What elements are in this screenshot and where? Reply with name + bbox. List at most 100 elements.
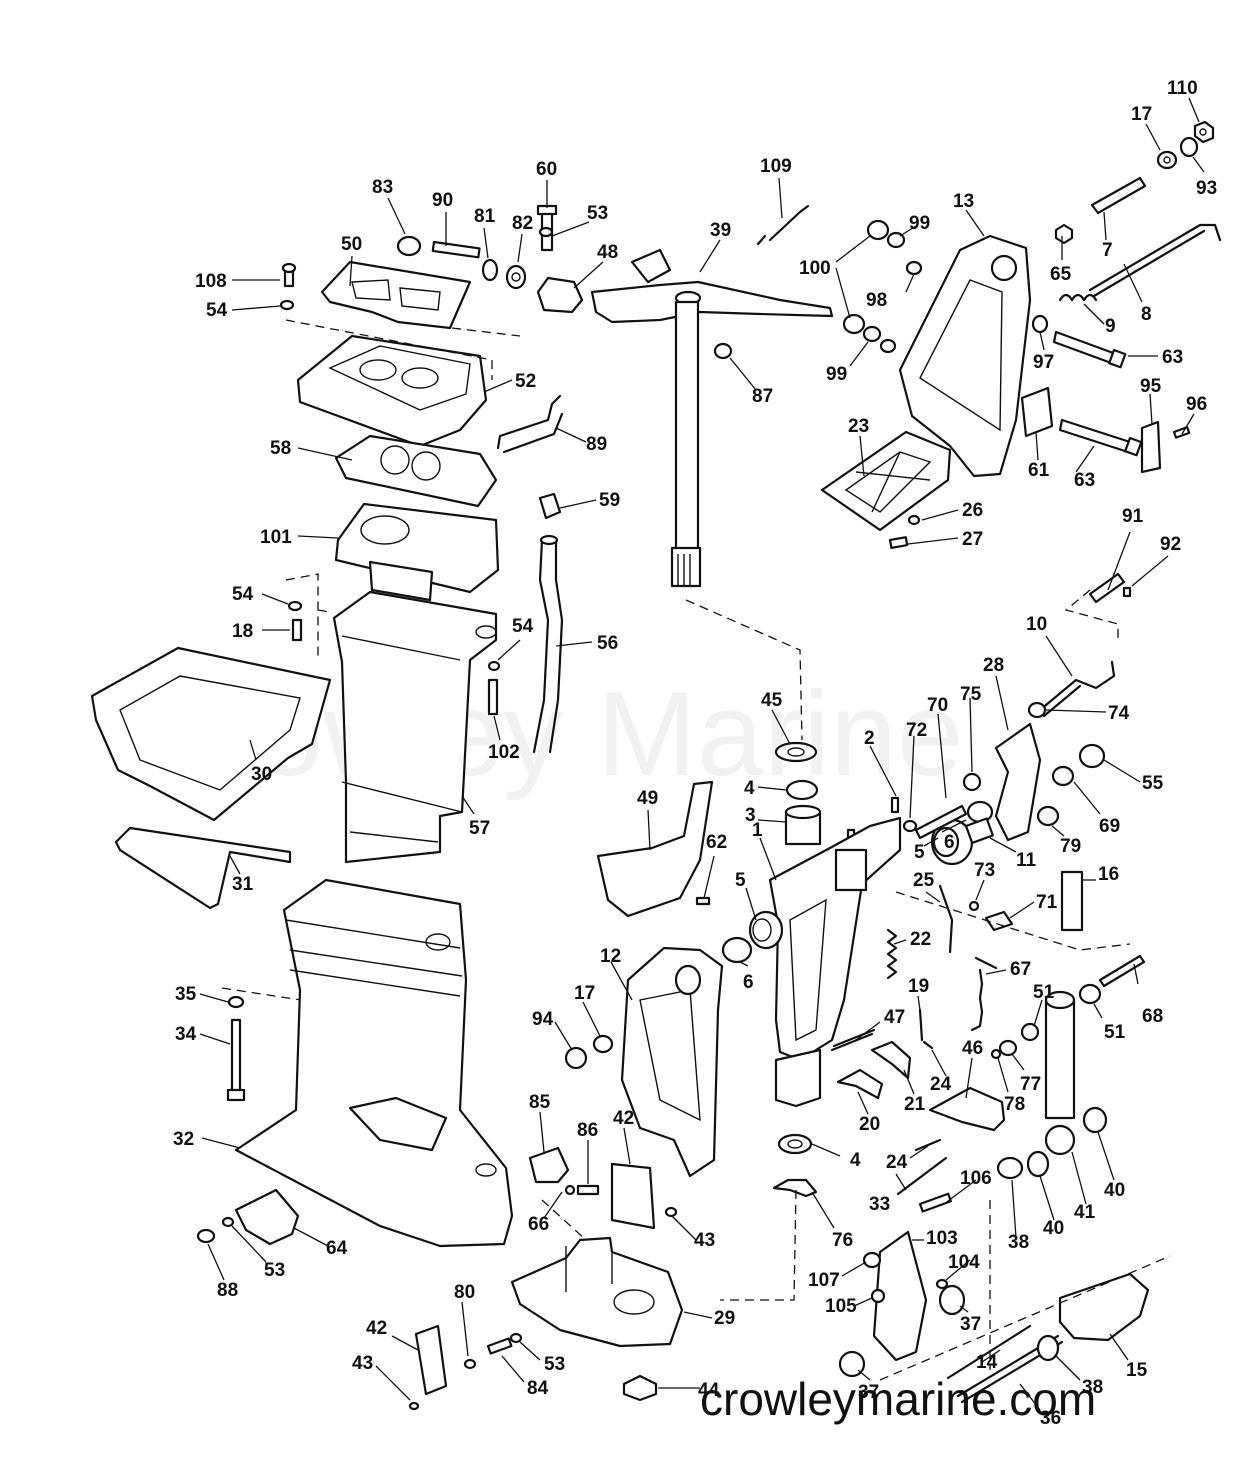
callout-14: 14 <box>976 1352 998 1373</box>
callout-25: 25 <box>913 870 935 891</box>
clip-78 <box>990 1048 1002 1060</box>
callout-38: 38 <box>1008 1232 1029 1253</box>
callout-39: 39 <box>710 220 731 241</box>
callout-48: 48 <box>597 242 618 263</box>
callout-13: 13 <box>953 191 974 212</box>
grommet-59 <box>538 492 562 520</box>
callout-29: 29 <box>714 1308 735 1329</box>
callout-62: 62 <box>706 832 727 853</box>
callout-96: 96 <box>1186 394 1207 415</box>
callout-65: 65 <box>1050 264 1072 285</box>
callout-76: 76 <box>832 1230 853 1251</box>
callout-68: 68 <box>1142 1006 1163 1027</box>
callout-20: 20 <box>859 1114 880 1135</box>
callout-52: 52 <box>515 371 536 392</box>
bolt-84 <box>486 1337 513 1355</box>
mount-64 <box>234 1188 300 1246</box>
callout-66: 66 <box>528 1214 549 1235</box>
strip-16 <box>1060 870 1084 932</box>
pin-24a <box>922 1040 934 1050</box>
bolt-70 <box>914 804 968 840</box>
callout-51: 51 <box>1033 982 1055 1003</box>
callout-86: 86 <box>577 1120 598 1141</box>
screw-18 <box>291 618 303 642</box>
pin-33 <box>896 1156 948 1196</box>
callout-37: 37 <box>858 1382 879 1403</box>
screw-90 <box>431 240 481 259</box>
callout-42: 42 <box>613 1108 634 1129</box>
callout-24: 24 <box>930 1074 952 1095</box>
callout-54: 54 <box>206 300 228 321</box>
callout-5: 5 <box>735 870 746 891</box>
washer-54a <box>279 299 295 311</box>
callout-74: 74 <box>1108 703 1130 724</box>
callout-71: 71 <box>1036 892 1058 913</box>
callout-53: 53 <box>264 1260 285 1281</box>
callout-73: 73 <box>974 860 995 881</box>
cover-49 <box>596 780 714 918</box>
callout-57: 57 <box>469 818 490 839</box>
link-10 <box>1038 660 1116 712</box>
washer-98 <box>905 260 923 276</box>
screw-104 <box>935 1278 949 1290</box>
bushing-40b <box>1026 1150 1050 1178</box>
callout-69: 69 <box>1099 816 1120 837</box>
callout-91: 91 <box>1122 506 1144 527</box>
washer-54c <box>487 660 501 672</box>
leader-lines <box>199 97 1205 1411</box>
callout-98: 98 <box>866 290 887 311</box>
bolt-86 <box>576 1184 600 1196</box>
callout-21: 21 <box>904 1094 926 1115</box>
callout-82: 82 <box>512 213 533 234</box>
screw-2a <box>890 796 900 814</box>
callout-95: 95 <box>1140 376 1162 397</box>
washer-53b <box>221 1216 235 1228</box>
bushing-94 <box>564 1046 588 1070</box>
washer-53a <box>538 226 554 238</box>
callout-35: 35 <box>175 984 197 1005</box>
callout-64: 64 <box>326 1238 348 1259</box>
bushing-4b <box>777 1133 813 1155</box>
callout-10: 10 <box>1026 614 1047 635</box>
callout-54: 54 <box>232 584 254 605</box>
screw-96 <box>1172 426 1191 439</box>
bushing-83 <box>396 235 422 257</box>
callout-106: 106 <box>960 1168 992 1189</box>
screw-27 <box>888 536 909 549</box>
pin-24b <box>914 1138 942 1152</box>
washer-38b <box>1036 1334 1060 1362</box>
callout-44: 44 <box>698 1380 720 1401</box>
callout-55: 55 <box>1142 773 1164 794</box>
nut-17b <box>592 1034 614 1054</box>
callout-18: 18 <box>232 621 253 642</box>
callout-2: 2 <box>864 728 875 749</box>
callout-6: 6 <box>944 832 955 853</box>
nut-65 <box>1054 223 1074 245</box>
callout-78: 78 <box>1004 1094 1025 1115</box>
callout-53: 53 <box>544 1354 565 1375</box>
spring-67 <box>970 956 998 1032</box>
callout-30: 30 <box>251 764 272 785</box>
callout-46: 46 <box>962 1038 983 1059</box>
callout-102: 102 <box>488 742 520 763</box>
bushing-4a <box>785 779 819 801</box>
callout-54: 54 <box>512 616 534 637</box>
washer-80 <box>463 1358 477 1370</box>
callout-42: 42 <box>366 1318 387 1339</box>
callout-67: 67 <box>1010 959 1031 980</box>
callout-40: 40 <box>1043 1218 1064 1239</box>
callout-109: 109 <box>760 156 792 177</box>
bushing-100b <box>842 313 866 335</box>
callout-26: 26 <box>962 500 983 521</box>
bracket-29 <box>510 1236 684 1348</box>
bushing-37a <box>938 1284 966 1316</box>
callout-81: 81 <box>474 206 496 227</box>
drive-housing-32 <box>234 878 514 1248</box>
screw-43b <box>408 1401 420 1411</box>
washer-6b <box>721 936 753 964</box>
rod-7 <box>1090 176 1147 215</box>
callout-9: 9 <box>1105 316 1116 337</box>
screw-102 <box>487 678 499 716</box>
callout-87: 87 <box>752 386 773 407</box>
